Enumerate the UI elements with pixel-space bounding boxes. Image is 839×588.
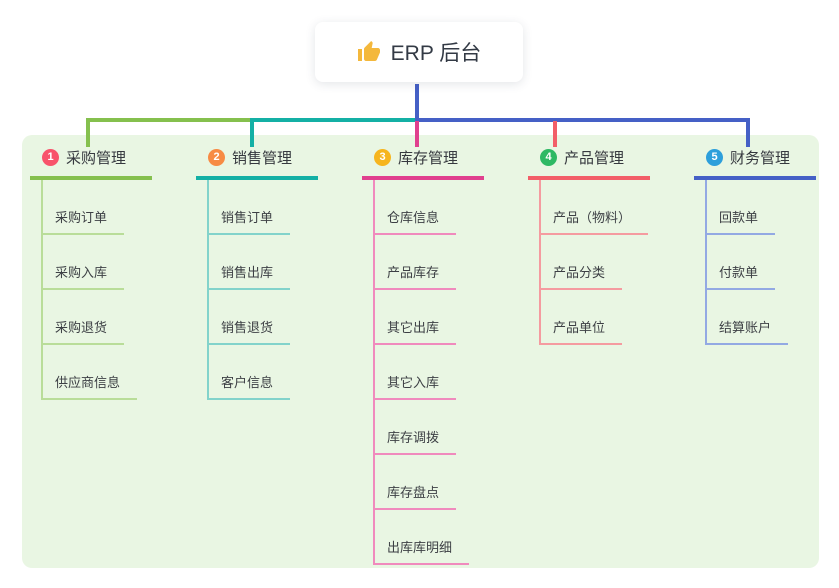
top-connector-segment [252,118,417,122]
branch-2-column: 2 销售管理 销售订单销售出库销售退货客户信息 [196,147,356,400]
branch-drop-line [86,118,90,147]
child-node[interactable]: 销售出库 [207,262,291,290]
child-node[interactable]: 库存调拨 [373,427,457,455]
branch-title: 采购管理 [66,150,127,167]
branch-children-connector-line [705,180,707,344]
branch-drop-line [746,118,750,147]
child-node[interactable]: 结算账户 [705,317,789,345]
branch-node[interactable]: 3 库存管理 [362,147,484,180]
child-node[interactable]: 客户信息 [207,372,291,400]
branch-number-badge: 2 [208,149,225,166]
branch-title: 产品管理 [564,150,625,167]
branch-drop-line [553,121,557,147]
child-node[interactable]: 销售退货 [207,317,291,345]
child-node[interactable]: 出库库明细 [373,537,470,565]
child-node[interactable]: 库存盘点 [373,482,457,510]
branch-node[interactable]: 4 产品管理 [528,147,650,180]
branch-5-column: 5 财务管理 回款单付款单结算账户 [694,147,839,345]
branch-1-column: 1 采购管理 采购订单采购入库采购退货供应商信息 [30,147,190,400]
child-node[interactable]: 产品单位 [539,317,623,345]
root-node[interactable]: ERP 后台 [315,22,523,82]
child-node[interactable]: 其它出库 [373,317,457,345]
thumbs-up-icon [357,40,381,64]
top-connector-segment [86,118,254,122]
branch-number-badge: 4 [540,149,557,166]
child-node[interactable]: 其它入库 [373,372,457,400]
child-node[interactable]: 供应商信息 [41,372,138,400]
child-node[interactable]: 仓库信息 [373,207,457,235]
branch-number-badge: 1 [42,149,59,166]
child-node[interactable]: 销售订单 [207,207,291,235]
branch-drop-line [250,118,254,147]
child-node[interactable]: 付款单 [705,262,776,290]
branch-node[interactable]: 5 财务管理 [694,147,816,180]
branch-title: 库存管理 [398,150,459,167]
branch-node[interactable]: 2 销售管理 [196,147,318,180]
branch-children-connector-line [539,180,541,344]
branches-panel [22,135,819,568]
branch-3-column: 3 库存管理 仓库信息产品库存其它出库其它入库库存调拨库存盘点出库库明细 [362,147,522,565]
root-title: ERP 后台 [390,42,482,65]
branch-4-column: 4 产品管理 产品（物料） 产品分类产品单位 [528,147,688,345]
child-node[interactable]: 产品（物料） [539,207,649,235]
branch-node[interactable]: 1 采购管理 [30,147,152,180]
branch-number-badge: 3 [374,149,391,166]
root-connector-line [415,84,419,122]
top-connector-segment [415,118,750,122]
child-node[interactable]: 产品分类 [539,262,623,290]
child-node[interactable]: 回款单 [705,207,776,235]
branch-children-connector-line [373,180,375,564]
child-node[interactable]: 采购入库 [41,262,125,290]
child-node[interactable]: 采购退货 [41,317,125,345]
child-node[interactable]: 采购订单 [41,207,125,235]
child-node[interactable]: 产品库存 [373,262,457,290]
branch-title: 财务管理 [730,150,791,167]
branch-drop-line [415,121,419,147]
branch-number-badge: 5 [706,149,723,166]
branch-title: 销售管理 [232,150,293,167]
